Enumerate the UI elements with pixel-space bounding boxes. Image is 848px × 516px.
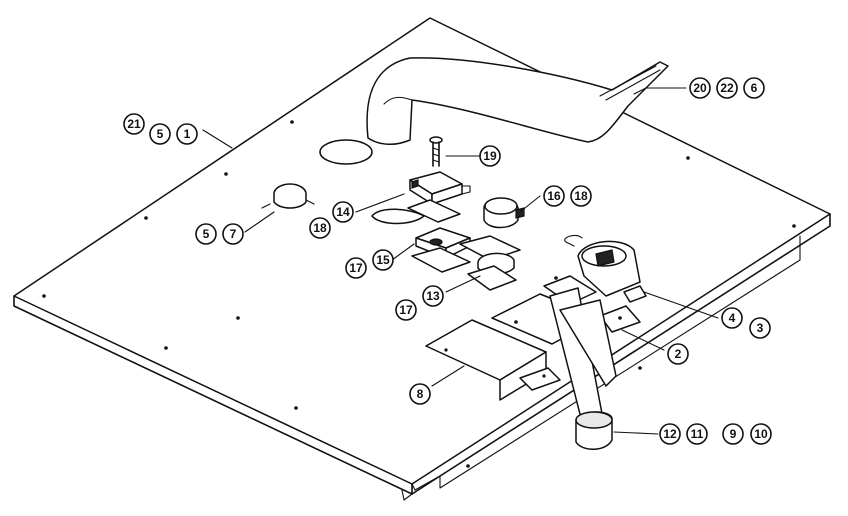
callout-number: 20 <box>693 81 707 95</box>
mounting-bracket <box>425 319 561 401</box>
callout-number: 22 <box>720 81 734 95</box>
callout-number: 18 <box>574 189 588 203</box>
callout-number: 16 <box>547 189 561 203</box>
callout-group-17-13: 17 13 <box>395 285 444 321</box>
callout-number: 13 <box>426 289 440 303</box>
callout-group-17-15: 17 15 <box>345 249 394 279</box>
callout-number: 8 <box>417 387 424 401</box>
callout-number: 11 <box>691 427 704 441</box>
callout-number: 14 <box>336 205 350 219</box>
callout-group-12-11-9-10: 12 11 9 10 <box>659 423 772 445</box>
callout-number: 5 <box>157 127 164 141</box>
callout-group-14: 14 <box>332 201 354 223</box>
callout-group-21-5-1: 21 5 1 <box>123 113 198 145</box>
callout-number: 2 <box>675 347 682 361</box>
callout-number: 17 <box>349 261 363 275</box>
callout-number: 5 <box>203 227 210 241</box>
callout-number: 4 <box>729 311 736 325</box>
control-handle <box>549 287 617 450</box>
callout-group-4-3: 4 3 <box>721 307 771 339</box>
callout-group-18: 18 <box>309 217 331 239</box>
callout-group-5-7: 5 7 <box>195 223 244 245</box>
callout-number: 17 <box>399 303 413 317</box>
callout-number: 1 <box>184 127 191 141</box>
valve-right <box>483 197 525 229</box>
callout-group-19: 19 <box>479 145 501 167</box>
callout-number: 21 <box>127 117 141 131</box>
callout-number: 7 <box>230 227 237 241</box>
callout-number: 19 <box>483 149 497 163</box>
callout-number: 15 <box>376 253 390 267</box>
callout-number: 6 <box>751 81 758 95</box>
stacked-components <box>411 227 521 291</box>
callout-number: 12 <box>663 427 677 441</box>
callout-number: 3 <box>757 321 764 335</box>
switch-component <box>371 171 471 225</box>
callout-number: 9 <box>730 427 737 441</box>
leader-lines <box>202 87 719 435</box>
callout-group-2: 2 <box>667 343 689 365</box>
screw <box>429 136 443 167</box>
base-plate <box>13 17 831 501</box>
callout-group-20-22-6: 20 22 6 <box>689 77 765 99</box>
callout-number: 10 <box>754 427 768 441</box>
valve-left <box>261 183 315 209</box>
callout-number: 18 <box>313 221 327 235</box>
callout-group-8: 8 <box>409 383 431 405</box>
callout-group-16-18: 16 18 <box>543 185 592 207</box>
burner-tube <box>319 57 669 165</box>
